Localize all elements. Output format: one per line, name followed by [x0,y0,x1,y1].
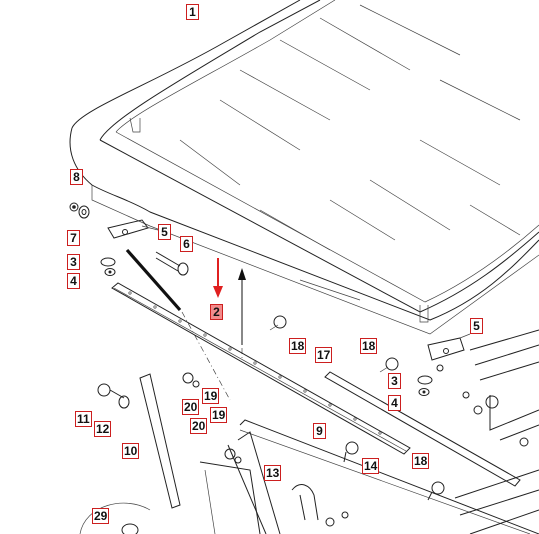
direction-arrow-black [238,268,246,345]
part-label-2: 2 [210,304,223,320]
round-part-29 [79,502,151,534]
part-label-5-left: 5 [158,224,171,240]
part-label-29: 29 [92,508,110,524]
part-label-11: 11 [75,411,92,427]
part-label-20-top: 20 [182,399,200,415]
part-label-1: 1 [186,4,199,20]
support-post [139,373,181,509]
bolt-11 [97,383,125,399]
screw-20-bottom [224,448,242,464]
part-label-18-bottom: 18 [412,453,430,469]
part-label-19-top: 19 [202,388,220,404]
handle [291,484,349,527]
lid-stay-rod [125,248,243,401]
screw-8 [69,202,79,212]
screw-18-mid [379,357,399,373]
part-label-6: 6 [180,236,193,252]
part-label-12: 12 [94,421,112,437]
part-label-3-right: 3 [388,373,401,389]
screw-20-top [182,372,200,388]
washer-7 [78,205,90,219]
part-label-4-left: 4 [67,273,80,289]
hinge-bracket-right [427,333,471,361]
part-label-5-right: 5 [470,318,483,334]
washer-3-left [100,257,116,267]
lower-frame [199,431,281,534]
part-label-7: 7 [67,230,80,246]
nut-4-left [104,268,116,276]
inner-rail-strip [239,371,539,534]
screw-18-top [269,315,287,331]
screw-14 [343,441,359,463]
part-label-18-mid: 18 [360,338,378,354]
part-label-17: 17 [315,347,333,363]
washer-3-right [417,364,444,385]
part-label-14: 14 [362,458,380,474]
part-label-10: 10 [122,443,140,459]
part-label-8: 8 [70,169,83,185]
hinge-bracket-left [107,219,159,239]
nut-4-right [418,388,430,396]
lid-panel [69,0,539,335]
part-label-18-top: 18 [289,338,307,354]
part-label-4-right: 4 [388,395,401,411]
part-label-20-bottom: 20 [190,418,208,434]
part-label-13: 13 [264,465,282,481]
direction-arrow-red [213,258,223,298]
part-label-19-bottom: 19 [210,407,228,423]
bolt-6 [155,251,189,276]
washer-12 [118,395,130,409]
screw-18-bottom [427,481,445,501]
bottom-right-frame [454,329,539,534]
part-label-3-left: 3 [67,254,80,270]
side-rail-strip [111,282,411,455]
part-label-9: 9 [313,423,326,439]
